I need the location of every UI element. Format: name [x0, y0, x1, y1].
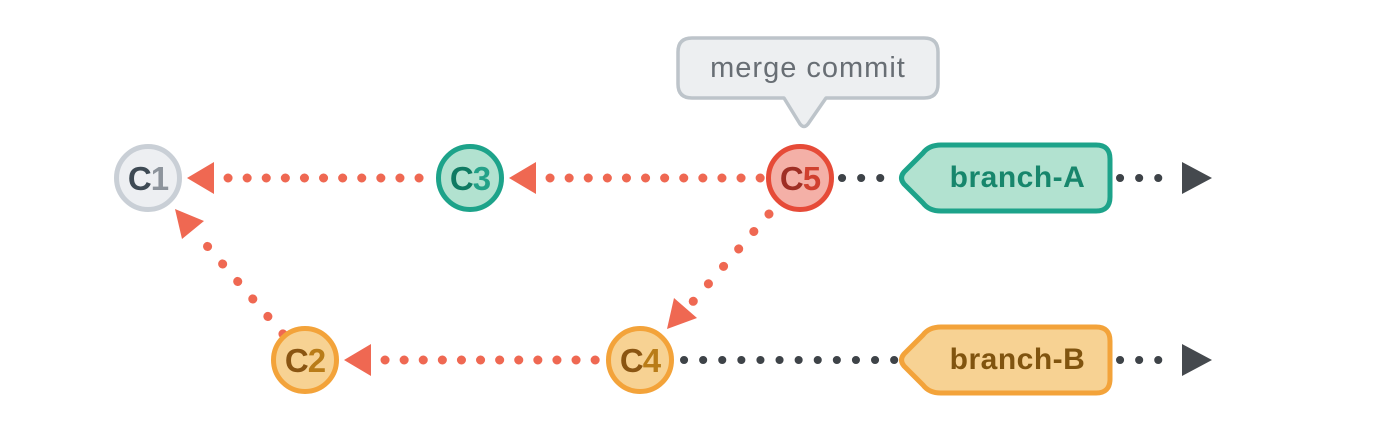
- merge-callout-label: merge commit: [710, 51, 906, 84]
- timeline-branch-b: [680, 344, 1212, 376]
- commit-c4-number: 4: [642, 341, 661, 379]
- arrowhead-into-c4-icon: [667, 298, 697, 329]
- timeline-a-arrow-icon: [1182, 162, 1212, 194]
- timeline-b-arrow-icon: [1182, 344, 1212, 376]
- commit-c2-letter: C: [284, 341, 309, 379]
- commit-c3-number: 3: [472, 159, 491, 197]
- commit-c2-number: 2: [307, 341, 326, 379]
- arrowhead-into-c3-icon: [509, 162, 536, 194]
- edge-c5-to-c3: [509, 162, 767, 194]
- commit-c5-letter: C: [779, 159, 804, 197]
- commit-c1-letter: C: [127, 159, 152, 197]
- timeline-branch-a: [838, 162, 1212, 194]
- commit-c5-number: 5: [802, 159, 821, 197]
- edge-c3-to-c1: [187, 162, 435, 194]
- arrowhead-into-c2-icon: [344, 344, 371, 376]
- commit-c4-letter: C: [619, 341, 644, 379]
- merge-callout-bubble: [676, 36, 940, 129]
- edge-c2-to-c1: [175, 209, 288, 339]
- edge-c2-c1-dots: [197, 235, 288, 339]
- branch-a-tag-label: branch-A: [949, 161, 1086, 194]
- edge-c5-to-c4: [667, 209, 774, 329]
- edge-c5-c4-dots: [685, 209, 774, 310]
- branch-b-tag-label: branch-B: [949, 343, 1086, 376]
- branch-b-tag-shape: [899, 324, 1113, 396]
- branch-a-tag-shape: [899, 142, 1113, 214]
- arrowhead-into-c1-icon: [187, 162, 214, 194]
- commit-c3-letter: C: [449, 159, 474, 197]
- arrowhead-into-c1-diagonal-icon: [175, 209, 204, 239]
- commit-c1-number: 1: [150, 159, 169, 197]
- edge-c4-to-c2: [344, 344, 603, 376]
